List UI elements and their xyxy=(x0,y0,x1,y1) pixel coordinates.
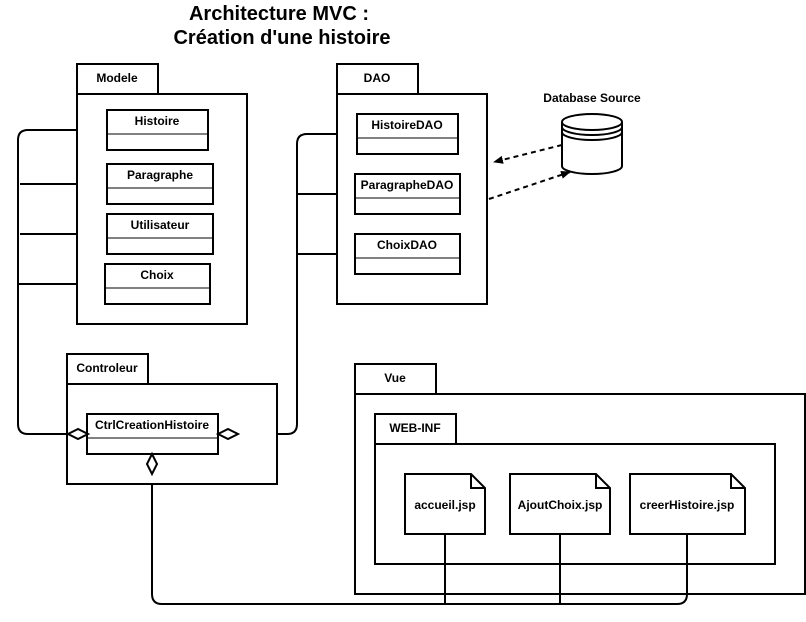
file-ajoutchoix-jsp-label: AjoutChoix.jsp xyxy=(518,498,603,512)
package-dao-label: DAO xyxy=(364,71,391,85)
class-ctrlcreationhistoire-label: CtrlCreationHistoire xyxy=(95,418,209,432)
package-dao: DAO HistoireDAO ParagrapheDAO ChoixDAO xyxy=(336,63,488,305)
class-choixdao[interactable]: ChoixDAO xyxy=(354,233,461,275)
file-accueil-jsp-label: accueil.jsp xyxy=(414,498,475,512)
file-creerhistoire-jsp[interactable]: creerHistoire.jsp xyxy=(629,473,746,535)
package-dao-tab xyxy=(336,63,419,95)
package-vue-label: Vue xyxy=(384,371,406,385)
class-utilisateur[interactable]: Utilisateur xyxy=(106,213,214,255)
package-webinf-label: WEB-INF xyxy=(389,421,440,435)
package-modele-tab xyxy=(76,63,159,95)
file-accueil-jsp[interactable]: accueil.jsp xyxy=(404,473,486,535)
class-choix-label: Choix xyxy=(140,268,174,282)
class-histoiredao-label: HistoireDAO xyxy=(371,118,442,132)
class-paragraphe-label: Paragraphe xyxy=(127,168,193,182)
package-webinf: WEB-INF accueil.jsp AjoutChoix.jsp creer… xyxy=(374,413,776,565)
file-creerhistoire-jsp-label: creerHistoire.jsp xyxy=(640,498,735,512)
arrow-dao-to-database xyxy=(488,171,571,200)
title-line-2: Création d'une histoire xyxy=(173,27,390,49)
aggregation-diamond-left-icon xyxy=(65,427,91,441)
arrow-database-to-dao xyxy=(493,144,563,164)
package-controleur: Controleur CtrlCreationHistoire xyxy=(66,353,278,485)
class-choixdao-label: ChoixDAO xyxy=(377,238,437,252)
class-histoiredao[interactable]: HistoireDAO xyxy=(356,113,459,155)
class-ctrlcreationhistoire[interactable]: CtrlCreationHistoire xyxy=(86,413,219,455)
aggregation-diamond-bottom-icon xyxy=(145,451,159,477)
class-histoire-label: Histoire xyxy=(135,114,180,128)
class-paragraphedao[interactable]: ParagrapheDAO xyxy=(354,173,461,215)
link-vue-to-controller xyxy=(151,473,688,605)
class-histoire[interactable]: Histoire xyxy=(106,109,209,151)
package-modele: Modele Histoire Paragraphe Utilisateur C… xyxy=(76,63,248,325)
class-paragraphedao-label: ParagrapheDAO xyxy=(361,178,454,192)
link-histoire-to-controller xyxy=(17,129,107,435)
package-webinf-tab xyxy=(374,413,457,445)
file-ajoutchoix-jsp[interactable]: AjoutChoix.jsp xyxy=(509,473,611,535)
database-label: Database Source xyxy=(543,91,641,105)
class-utilisateur-label: Utilisateur xyxy=(131,218,190,232)
aggregation-diamond-right-icon xyxy=(215,427,241,441)
title-line-1: Architecture MVC : xyxy=(189,3,369,25)
package-modele-label: Modele xyxy=(96,71,138,85)
package-vue: Vue WEB-INF accueil.jsp AjoutChoix.jsp c… xyxy=(354,363,806,595)
database-cylinder-icon xyxy=(561,113,623,175)
link-dao-to-controller xyxy=(237,133,357,435)
class-paragraphe[interactable]: Paragraphe xyxy=(106,163,214,205)
package-controleur-label: Controleur xyxy=(76,361,138,375)
class-choix[interactable]: Choix xyxy=(104,263,211,305)
